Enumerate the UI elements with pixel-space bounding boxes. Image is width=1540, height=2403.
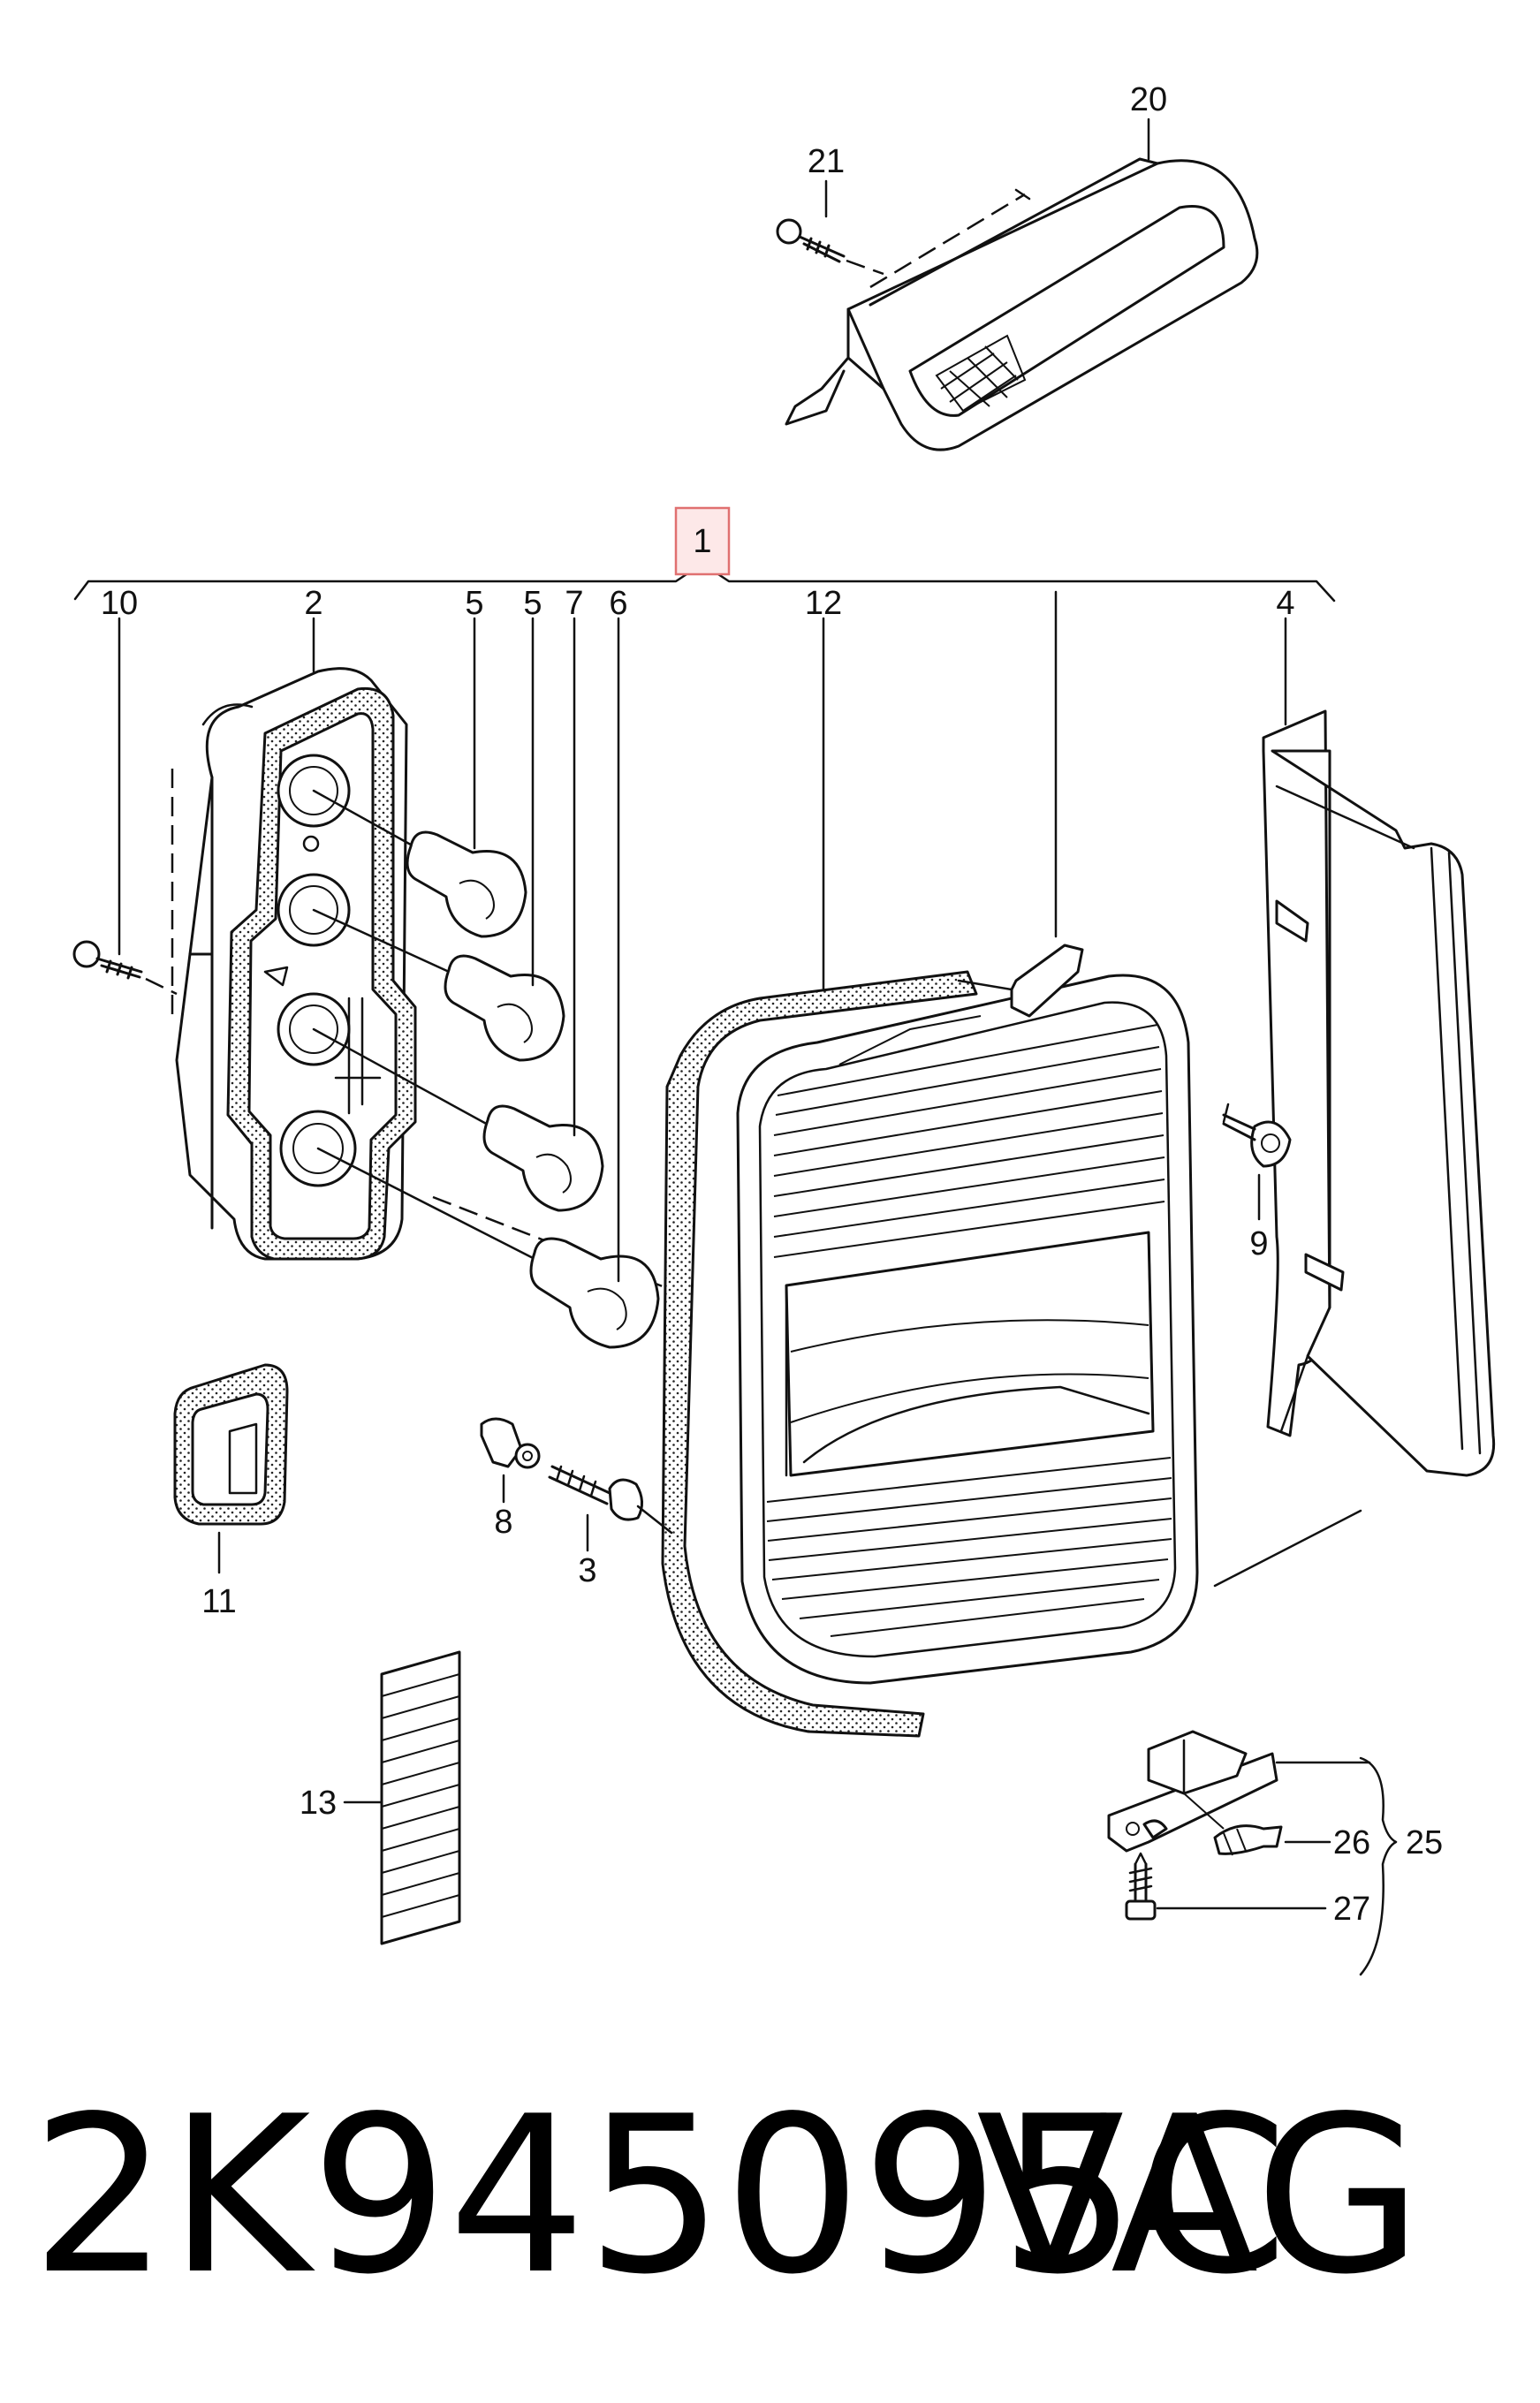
- screw-21: [776, 218, 884, 276]
- callout-3: 3: [578, 1552, 596, 1589]
- third-brake-light: [785, 157, 1259, 451]
- bulb-6: [529, 1237, 660, 1349]
- callout-25: 25: [1406, 1824, 1443, 1861]
- callout-11: 11: [201, 1583, 236, 1620]
- part-number: 2K945095C: [31, 2070, 1288, 2322]
- callout-5b: 5: [523, 585, 542, 622]
- side-bracket-4: [1213, 709, 1496, 1588]
- clip-8: [480, 1417, 541, 1504]
- reflector-13: [343, 1650, 461, 1945]
- callout-26: 26: [1333, 1824, 1370, 1861]
- highlight-box-1: [674, 506, 731, 576]
- screw-9: [1222, 1103, 1292, 1221]
- bulb-5b: [444, 954, 565, 1062]
- leaders-top: [118, 590, 1287, 1283]
- screw-3: [548, 1465, 673, 1552]
- callout-27: 27: [1333, 1891, 1370, 1928]
- bulb-5a: [406, 830, 527, 938]
- callout-21: 21: [808, 143, 845, 180]
- bulb-carrier-2: [171, 667, 417, 1261]
- assembly-bracket-1: [73, 506, 1336, 603]
- callout-4: 4: [1276, 585, 1294, 622]
- screw-27: [1125, 1852, 1327, 1921]
- bulb-7: [482, 1104, 604, 1212]
- callout-12: 12: [805, 585, 842, 622]
- tail-lamp-housing: [736, 944, 1199, 1685]
- callout-9: 9: [1249, 1225, 1268, 1262]
- callout-8: 8: [494, 1504, 512, 1541]
- license-lamp-25: [1107, 1730, 1398, 1976]
- callout-1: 1: [693, 523, 711, 560]
- callout-7: 7: [565, 585, 583, 622]
- grommet-11: [173, 1363, 289, 1574]
- callout-20: 20: [1130, 81, 1167, 118]
- callout-10: 10: [101, 585, 138, 622]
- gasket-12: [661, 970, 978, 1738]
- callout-13: 13: [300, 1785, 337, 1822]
- callout-6: 6: [609, 585, 627, 622]
- callout-5a: 5: [465, 585, 483, 622]
- screw-10: [72, 940, 178, 996]
- callout-2: 2: [304, 585, 322, 622]
- brand-name: VAG: [976, 2070, 1422, 2322]
